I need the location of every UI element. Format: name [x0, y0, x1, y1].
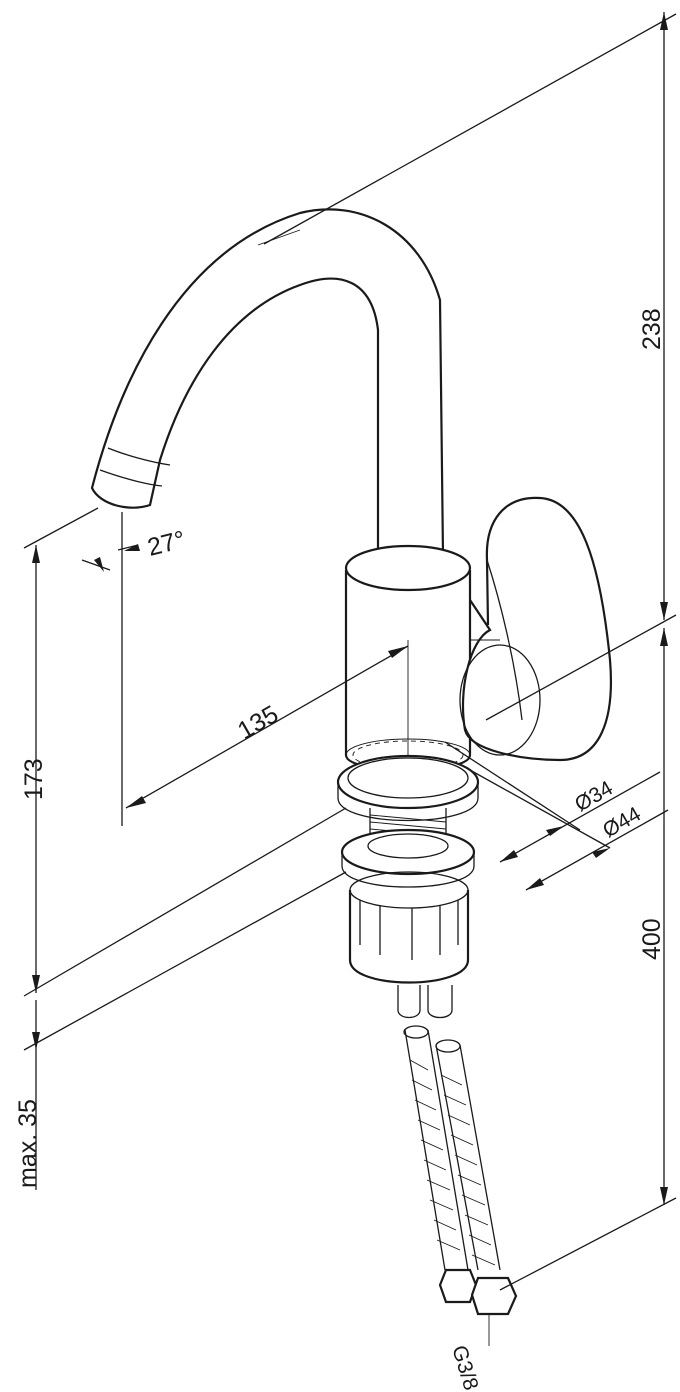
dimension-thread: G3/8 — [447, 1343, 482, 1392]
dim-d34-label: Ø34 — [571, 776, 617, 816]
faucet-outline — [90, 208, 612, 1346]
dim-27-label: 27° — [145, 526, 188, 562]
dimension-400: 400 — [499, 628, 677, 1291]
thread-label: G3/8 — [447, 1343, 482, 1392]
dimension-27deg: 27° — [81, 526, 188, 572]
dim-135-label: 135 — [233, 700, 283, 745]
dimension-d44: Ø44 — [469, 769, 669, 891]
dim-400-label: 400 — [638, 918, 666, 960]
dim-max35-label: max. 35 — [14, 1099, 42, 1188]
dim-173-label: 173 — [20, 758, 48, 800]
dimension-238: 238 — [263, 12, 677, 721]
dimension-173: 173 — [20, 507, 347, 997]
dim-238-label: 238 — [638, 308, 666, 350]
dimension-max35: max. 35 — [14, 871, 347, 1190]
